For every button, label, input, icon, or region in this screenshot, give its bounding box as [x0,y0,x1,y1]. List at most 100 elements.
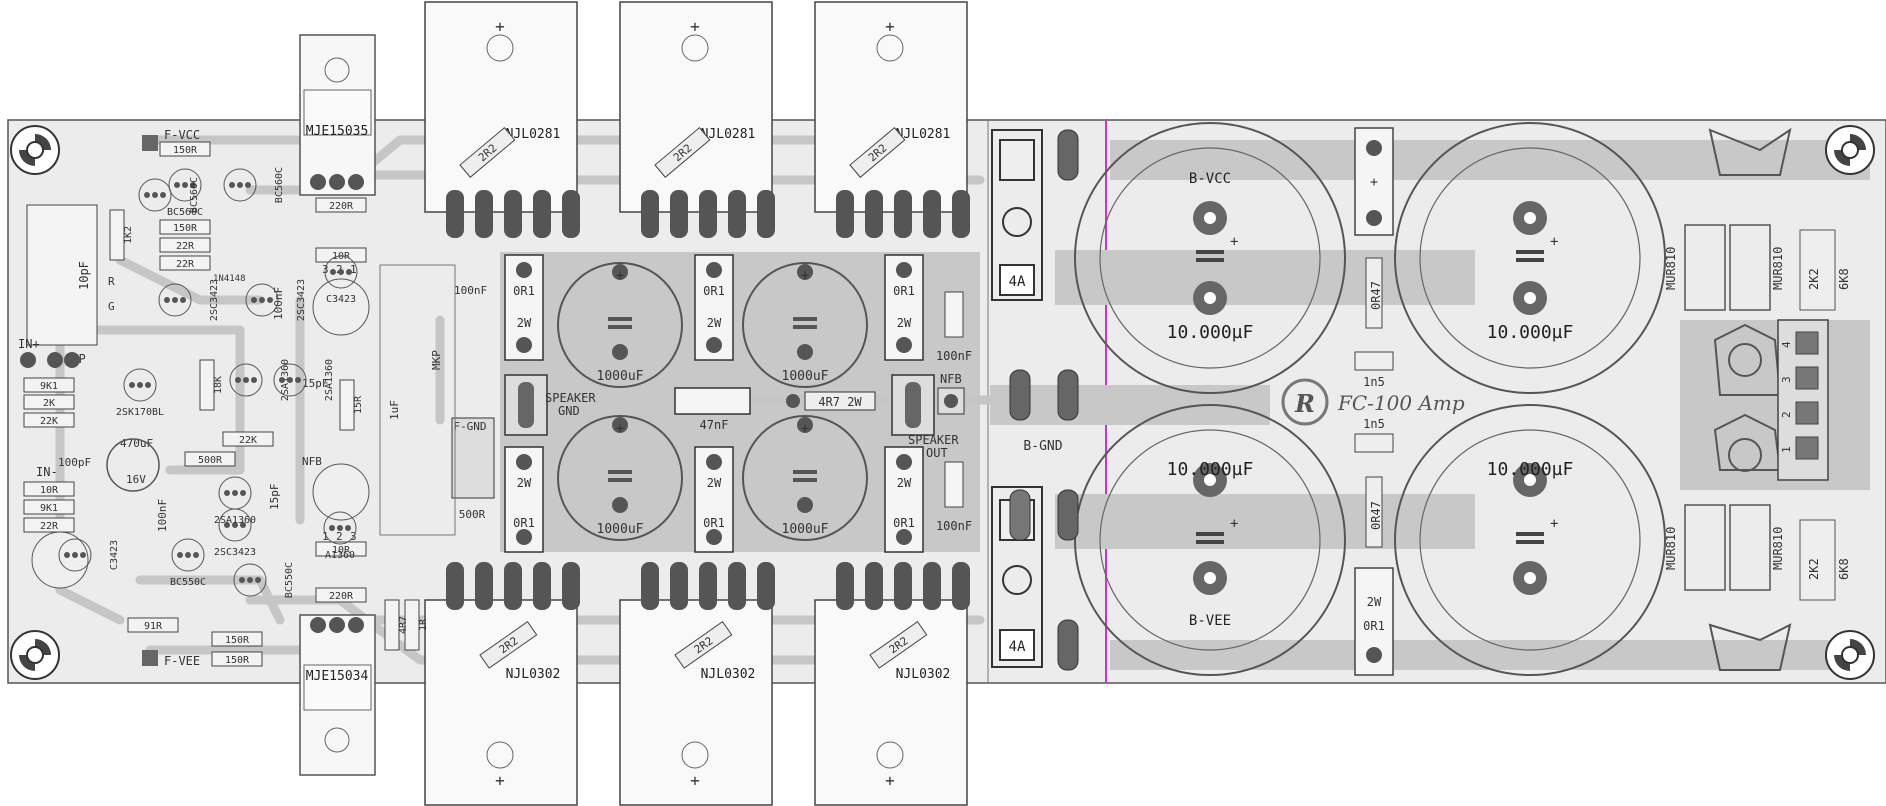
logo-text: R [1294,389,1315,418]
output-capacitor-value: 1000uF [597,522,644,537]
psu-res-6k8-bottom: 6K8 [1837,558,1851,580]
bypass-caps: 100nF 100nF [936,291,972,533]
fe-15pf-label: 15pF [302,377,329,390]
fuse-top-label: 4A [1009,274,1026,290]
front-end-resistor: 220R [315,197,367,213]
svg-text:+: + [495,771,505,790]
front-end-resistor-value: 1R [418,618,429,631]
svg-text:+: + [885,771,895,790]
front-end-resistor-value: 150R [225,635,250,646]
psu-res-2k2-bottom: 2K2 [1807,558,1821,580]
mkp-cap-value: 1uF [388,400,401,420]
emitter-resistor-power: 2W [897,476,912,490]
output-capacitor: +1000uF [742,415,868,541]
front-end-resistor: 150R [211,631,263,647]
power-transistors: +NJL02812R2+NJL03022R2+NJL02812R2+NJL030… [424,1,970,806]
front-end-resistor-value: 9K1 [40,381,58,392]
driver-bottom: MJE15034 [299,614,376,776]
front-end-resistor: 150R [159,141,211,157]
front-end-transistor: A1360 [323,511,357,561]
svg-text:+: + [801,421,809,437]
psu-res-0r47-bottom: 0R47 [1369,501,1383,530]
mkp-type: MKP [430,350,443,370]
front-end-resistors: 150R150R22R22R1K2220R10R22K500R10R220R1R… [23,141,429,667]
main-capacitor-value: 10.000µF [1487,322,1574,343]
emitter-resistor-power: 2W [517,316,532,330]
front-end-resistor: 2K [23,394,75,410]
emitter-resistor-value: 0R1 [703,516,725,530]
psu-cap-1n5-top: 1n5 [1363,375,1385,389]
output-capacitor: +1000uF [557,262,683,388]
svg-text:+: + [1230,234,1238,250]
front-end-transistor-label: BC560C [274,167,285,203]
fe-16v: 16V [126,473,146,486]
front-end-resistor: 9K1 [23,377,75,393]
speaker-gnd-line2: GND [558,404,580,418]
mounting-hole [10,630,60,680]
front-end-transistor: BC550C [233,562,295,598]
emitter-resistor-value: 0R1 [703,284,725,298]
front-end-transistor-label: C3423 [109,540,120,570]
front-end-resistor: 1R [404,599,429,651]
diode-mur810-1: MUR810 [1664,247,1678,290]
terminal-2: 2 [1780,411,1793,418]
front-end-transistor-label: BC550C [284,562,295,598]
power-transistor-bottom-label: NJL0302 [896,667,951,682]
front-end-resistor: 22R [23,517,75,533]
front-end: 10pF F-VCC F-VEE IN+ JMP IN- R G F-GND 5… [18,128,495,668]
fuse-top: 4A [991,129,1043,301]
main-capacitor-value: 10.000µF [1487,459,1574,480]
gnd-pads [1009,129,1079,671]
emitter-resistor-value: 0R1 [513,284,535,298]
front-end-transistor: 2SA1360 [229,359,291,401]
front-end-resistor: 500R [184,451,236,467]
fe-misc-r: R [108,275,115,288]
power-transistor-bottom-label: NJL0302 [506,667,561,682]
front-end-resistor-value: 91R [144,621,163,632]
bypass-cap-bottom: 100nF [936,519,972,533]
front-end-resistor: 22K [23,412,75,428]
diode-mur810-4: MUR810 [1771,527,1785,570]
front-end-resistor-value: 22K [40,416,58,427]
fe-100nf-c: 100nF [156,499,169,532]
front-end-transistor-label: 2SK170BL [116,407,164,418]
front-end-resistor-value: 150R [225,655,250,666]
psu-res-2k2-top: 2K2 [1807,268,1821,290]
svg-text:+: + [801,268,809,284]
emitter-resistor-value: 0R1 [893,516,915,530]
fe-nfb-label: NFB [302,455,322,468]
output-capacitors: +1000uF+1000uF+1000uF+1000uF [557,262,868,541]
front-end-transistor-label: 2SC3423 [209,279,220,321]
svg-text:+: + [616,268,624,284]
front-end-transistor-label: 2SA1360 [280,359,291,401]
front-end-transistor-label: C3423 [326,294,356,305]
fe-pin-2: 2 [336,263,343,276]
mounting-hole [10,125,60,175]
fe-100nf-a: 100nF [454,284,487,297]
front-end-transistor: C3423 [324,255,358,305]
driver-top-label: MJE15035 [306,124,369,139]
front-end-transistor-label: BC550C [170,577,206,588]
psu-center-components: + 0R47 1n5 1n5 0R47 2W 0R1 [1354,127,1394,676]
emitter-resistor: 0R1 2W [884,446,924,553]
mounting-hole [1825,125,1875,175]
terminal-4: 4 [1780,341,1793,348]
f-gnd-label: F-GND [453,420,486,433]
front-end-resistor: 220R [315,587,367,603]
trimmer-label: 500R [459,508,486,521]
fe-100pf-label: 100pF [58,456,91,469]
front-end-transistor: 2SA1360 [273,359,335,401]
main-capacitor-value: 10.000µF [1167,459,1254,480]
main-capacitor-value: 10.000µF [1167,322,1254,343]
front-end-transistor-label: 2SC3423 [296,279,307,321]
power-transistor-top-label: NJL0281 [701,127,756,142]
front-end-resistor-value: 2K [43,398,55,409]
front-end-transistor: BC560C [167,168,203,218]
